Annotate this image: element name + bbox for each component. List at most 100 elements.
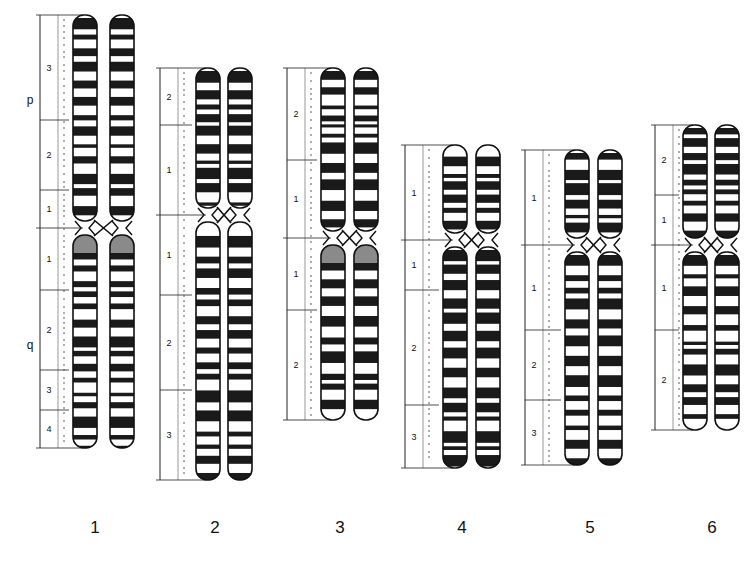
chromosome-band — [683, 306, 707, 314]
chromosome-band — [683, 342, 707, 345]
region-number: 1 — [661, 216, 666, 225]
chromosome-band — [683, 384, 707, 392]
chromosome-band — [354, 142, 378, 153]
chromosome-band — [196, 348, 220, 354]
chromatid-outline — [354, 68, 378, 231]
chromosome-band — [443, 157, 467, 167]
chromosome-band — [476, 221, 500, 230]
chromosome-band — [476, 174, 500, 178]
chromosome-band — [228, 90, 252, 99]
chromosome-band — [476, 368, 500, 378]
chromosome-band — [110, 35, 134, 40]
chromosome-band — [476, 431, 500, 443]
chromosome-band — [196, 390, 220, 402]
chromosome-band — [354, 219, 378, 227]
chromosome-band — [196, 161, 220, 164]
chromosome-band — [321, 71, 345, 80]
chromosome-number: 3 — [335, 519, 344, 536]
chromosome-band — [683, 274, 707, 278]
chromosome-band — [196, 299, 220, 306]
region-number: 1 — [531, 283, 536, 292]
chromatid-arm — [73, 235, 97, 448]
chromosome-band — [110, 156, 134, 163]
region-number: 4 — [46, 425, 51, 434]
chromosome-band — [228, 410, 252, 421]
region-number: 3 — [531, 428, 536, 437]
chromosome-band — [228, 288, 252, 295]
chromatid-outline — [565, 150, 589, 238]
chromosome-band — [443, 298, 467, 308]
chromosome-band — [73, 126, 97, 135]
chromosome-band — [73, 265, 97, 271]
chromosome-band — [73, 62, 97, 72]
chromatid-outline — [443, 145, 467, 233]
region-number: 1 — [166, 251, 171, 260]
chromatid-outline — [73, 15, 97, 221]
chromosome-band — [228, 362, 252, 369]
chromosome-band — [321, 279, 345, 288]
chromatid-outline — [196, 222, 220, 480]
chromosome-band — [321, 201, 345, 211]
chromosome-band — [443, 195, 467, 203]
chromosome-band — [565, 319, 589, 328]
chromosome-band — [354, 296, 378, 306]
chromosome-band — [443, 221, 467, 230]
chromosome-band — [565, 410, 589, 416]
chromosome-band — [598, 410, 622, 416]
chromosome-band — [476, 208, 500, 213]
chromatid-arm — [598, 150, 622, 238]
chromosome-band — [354, 338, 378, 345]
chromosome-band — [73, 364, 97, 372]
chromosome-band — [73, 417, 97, 428]
chromatid-arm — [565, 252, 589, 465]
region-number: 3 — [46, 386, 51, 395]
chromosome-band — [321, 106, 345, 110]
chromosome-band — [110, 378, 134, 383]
chromosome-band — [683, 397, 707, 405]
region-number: 2 — [293, 361, 298, 370]
region-number: 2 — [166, 338, 171, 347]
chromosome-band — [565, 215, 589, 218]
chromosome — [521, 150, 622, 465]
chromosome-band — [443, 174, 467, 178]
chromosome-band — [715, 306, 739, 314]
chromosome-band — [73, 188, 97, 196]
chromosome-band — [228, 257, 252, 264]
chromosome-band — [196, 183, 220, 192]
chromatid-arm — [598, 252, 622, 465]
chromosome-band — [196, 126, 220, 136]
chromosome-band — [228, 114, 252, 122]
chromosome-band — [476, 265, 500, 274]
chromosome-band — [565, 356, 589, 366]
chromosome-band — [443, 388, 467, 399]
chromosome-band — [110, 265, 134, 271]
chromosome-band — [715, 397, 739, 405]
chromatid-arm — [683, 252, 707, 430]
chromosome-band — [443, 313, 467, 324]
chromosome-band — [228, 168, 252, 179]
chromosome-band — [228, 236, 252, 248]
chromosome-band — [110, 364, 134, 372]
chromosome-band — [476, 388, 500, 399]
chromosome-band — [443, 250, 467, 261]
chromatid-arm — [110, 235, 134, 448]
chromosome-band — [196, 114, 220, 122]
chromosome-band — [476, 298, 500, 308]
chromosome-band — [598, 200, 622, 209]
chromosome-band — [565, 200, 589, 209]
chromosome-band — [196, 71, 220, 83]
chromosome-band — [110, 115, 134, 120]
chromosome-band — [73, 48, 97, 56]
region-number: 1 — [46, 255, 51, 264]
region-number: 2 — [46, 326, 51, 335]
chromosome-band — [196, 144, 220, 153]
chromosome-band — [196, 432, 220, 437]
chromosome-band — [683, 138, 707, 147]
region-number: 2 — [411, 343, 416, 352]
region-number: 2 — [166, 92, 171, 101]
chromosome-band — [565, 275, 589, 281]
chromosome-band — [598, 426, 622, 430]
chromosome-band — [683, 414, 707, 419]
chromosome-band — [683, 189, 707, 194]
